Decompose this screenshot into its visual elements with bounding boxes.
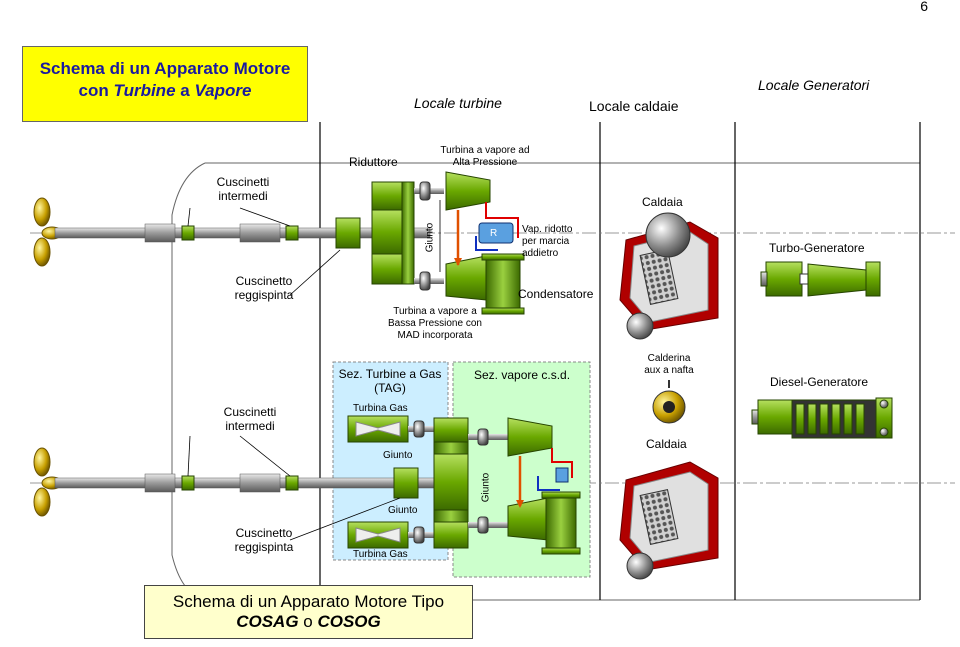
upper-label-turbo-generatore: Turbo-Generatore (769, 241, 865, 255)
bottom-title-box: Schema di un Apparato Motore Tipo COSAG … (144, 585, 473, 639)
zone-locale-turbine: Locale turbine (414, 95, 502, 111)
callout-lines (187, 207, 401, 541)
main-title-box: Schema di un Apparato Motore con Turbine… (22, 46, 308, 122)
lower-lp-turbine (507, 497, 549, 541)
lower-label-sez-tag: Sez. Turbine a Gas(TAG) (338, 367, 442, 395)
lower-thrust-block (393, 467, 419, 499)
upper-bearing-2 (285, 225, 299, 241)
aux-boiler (652, 380, 686, 424)
upper-couplings (414, 181, 444, 291)
main-title-line1: Schema di un Apparato Motore (39, 59, 291, 78)
bottom-title-line1: Schema di un Apparato Motore Tipo (172, 592, 445, 611)
upper-astern-line (485, 202, 519, 238)
lower-label-turbina-gas-2: Turbina Gas (353, 549, 408, 560)
page-number: 6 (920, 0, 928, 14)
zone-locale-generatori: Locale Generatori (758, 77, 870, 93)
lower-gt-couplings (408, 420, 434, 544)
lower-bearing-1 (181, 475, 195, 491)
lower-label-turbina-gas-1: Turbina Gas (353, 403, 408, 414)
upper-condenser (481, 253, 525, 315)
lower-boiler (619, 461, 719, 580)
upper-label-condensatore: Condensatore (518, 287, 594, 301)
lower-label-caldaia: Caldaia (646, 437, 687, 451)
lower-label-giunto-2: Giunto (388, 505, 418, 516)
lower-label-sez-vapore: Sez. vapore c.s.d. (474, 368, 571, 382)
upper-bearing-1 (181, 225, 195, 241)
bottom-title-line2: COSAG o COSOG (236, 612, 381, 631)
upper-turbo-generator (760, 261, 881, 297)
main-title-line2: con Turbine a Vapore (78, 81, 252, 100)
upper-reducer-gear (371, 181, 415, 285)
upper-hp-turbine (445, 171, 491, 211)
lower-label-giunto-1: Giunto (383, 450, 413, 461)
upper-boiler (619, 212, 719, 340)
upper-valve-label: R (490, 228, 498, 239)
gas-turbine-upper (347, 415, 409, 443)
upper-reducing-valve (478, 222, 514, 244)
upper-thrust-block (335, 217, 361, 249)
lower-bearing-2 (285, 475, 299, 491)
lower-reducing-valve (555, 467, 569, 483)
upper-label-giunto: Giunto (424, 222, 436, 253)
lower-label-diesel-generatore: Diesel-Generatore (770, 375, 869, 389)
diesel-generator (751, 397, 893, 439)
lower-label-giunto-vertical: Giunto (480, 472, 492, 503)
lower-reducer-gear (433, 417, 469, 549)
lower-condenser (541, 491, 581, 555)
gas-turbine-lower (347, 521, 409, 549)
upper-lp-turbine (445, 255, 487, 301)
bulkheads (319, 122, 921, 600)
upper-label-caldaia: Caldaia (642, 195, 683, 209)
upper-label-riduttore: Riduttore (349, 155, 398, 169)
zone-locale-caldaie: Locale caldaie (589, 98, 679, 114)
lower-st-couplings (468, 428, 508, 534)
